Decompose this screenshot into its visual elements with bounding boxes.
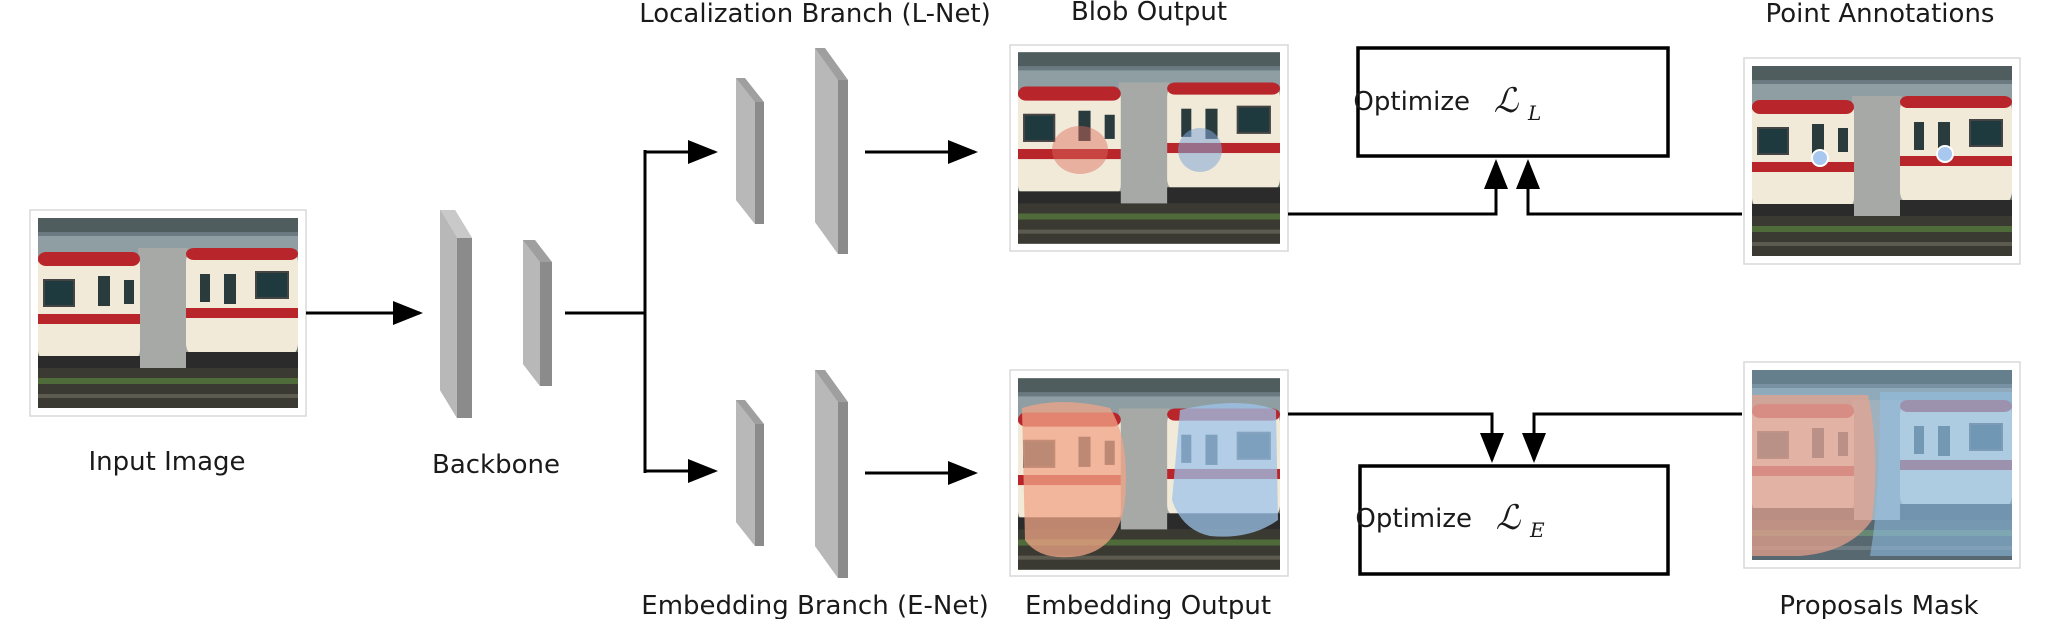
optimize-l-text: Optimize [1353, 87, 1470, 117]
loss-l-subscript: L [1527, 101, 1541, 125]
optimize-l-box: Optimize ℒ L [1353, 46, 1670, 158]
top-connectors [1288, 159, 1742, 216]
backbone-layers [440, 210, 552, 418]
loss-e-subscript: E [1529, 518, 1545, 542]
embedding-output-label: Embedding Output [1025, 591, 1271, 619]
point-marker [1811, 149, 1829, 167]
point-marker [1936, 145, 1954, 163]
proposals-mask-label: Proposals Mask [1779, 591, 1978, 619]
blob-output-label: Blob Output [1071, 0, 1227, 27]
input-image [29, 209, 307, 417]
bottom-connectors [1288, 412, 1742, 463]
loss-l-symbol: ℒ [1494, 81, 1520, 121]
optimize-e-text: Optimize [1355, 504, 1472, 534]
point-annotations-image [1743, 57, 2021, 265]
split-connector [565, 140, 718, 483]
localization-branch-label: Localization Branch (L-Net) [639, 0, 991, 29]
point-annotations-label: Point Annotations [1766, 0, 1995, 29]
proposals-mask-image [1743, 361, 2021, 569]
l-net-layers [736, 48, 848, 254]
embedding-output-image [1009, 369, 1289, 577]
input-image-label: Input Image [88, 447, 245, 477]
optimize-e-box: Optimize ℒ E [1355, 464, 1670, 576]
e-net-layers [736, 370, 848, 578]
backbone-label: Backbone [432, 450, 560, 480]
loss-e-symbol: ℒ [1496, 498, 1522, 538]
blob-output-image [1009, 44, 1289, 252]
embedding-branch-label: Embedding Branch (E-Net) [641, 591, 988, 619]
